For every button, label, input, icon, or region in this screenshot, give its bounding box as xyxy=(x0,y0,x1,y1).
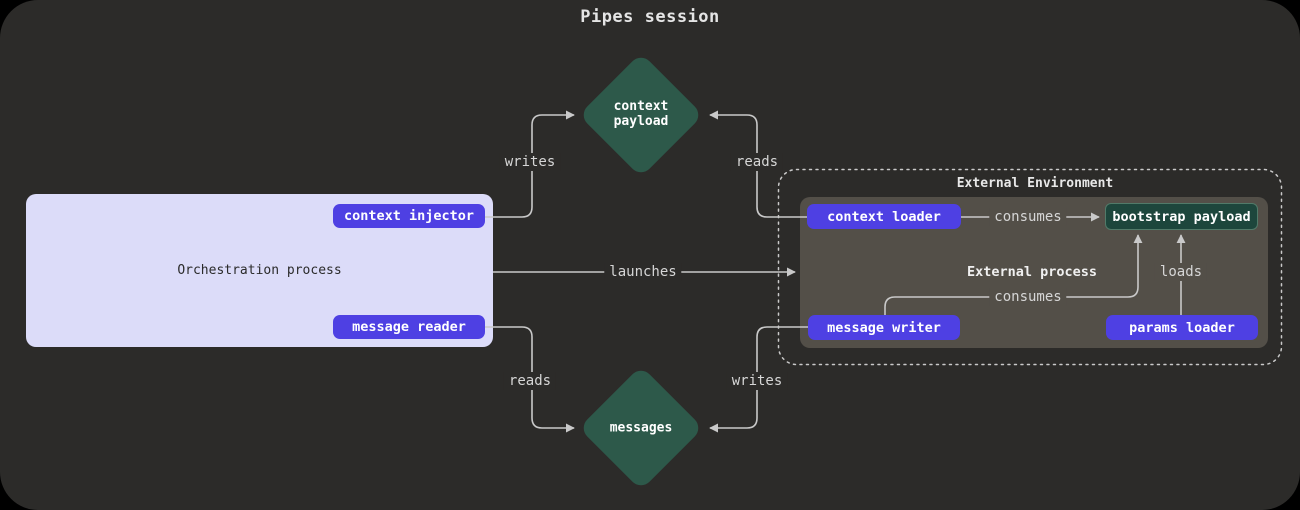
edge-label-launches: launches xyxy=(604,263,682,281)
edge-label-writes-bottom: writes xyxy=(726,372,788,390)
bootstrap-payload-node: bootstrap payload xyxy=(1105,203,1258,230)
context-injector-node: context injector xyxy=(333,204,485,228)
external-process-label: External process xyxy=(966,264,1098,280)
message-reader-node: message reader xyxy=(333,315,485,339)
external-environment-label: External Environment xyxy=(956,176,1114,191)
orchestration-process-label: Orchestration process xyxy=(177,263,342,278)
edge-label-writes-top: writes xyxy=(499,153,561,171)
edge-label-reads-top: reads xyxy=(730,153,784,171)
messages-label: messages xyxy=(609,420,673,436)
edge-label-loads: loads xyxy=(1154,263,1208,281)
edge-label-reads-bottom: reads xyxy=(503,372,557,390)
edge-label-consumes-bottom: consumes xyxy=(989,288,1067,306)
edge-label-consumes-top: consumes xyxy=(989,208,1067,226)
message-writer-node: message writer xyxy=(808,315,960,340)
context-loader-node: context loader xyxy=(807,204,961,229)
params-loader-node: params loader xyxy=(1106,315,1258,340)
diagram-title: Pipes session xyxy=(580,7,720,27)
context-payload-label: context payload xyxy=(613,99,669,129)
